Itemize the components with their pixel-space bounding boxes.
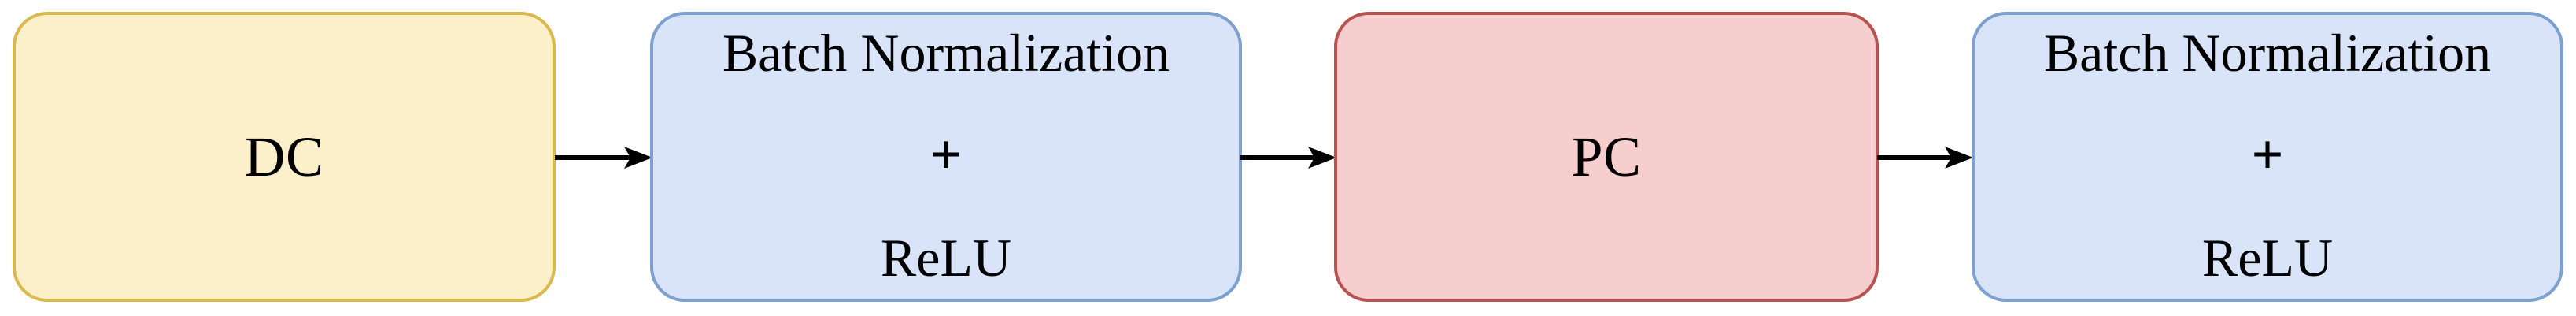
node-dc[interactable]: DC — [13, 12, 556, 302]
arrow-bn1-to-pc — [1240, 143, 1336, 172]
node-batch-normalization-relu-1[interactable]: Batch Normalization + ReLU — [650, 12, 1242, 302]
node-batch-normalization-relu-2[interactable]: Batch Normalization + ReLU — [1972, 12, 2563, 302]
node-dc-label: DC — [244, 125, 324, 188]
node-bn1-label-relu: ReLU — [880, 228, 1012, 288]
node-bn2-stack: Batch Normalization + ReLU — [1975, 15, 2560, 299]
node-bn1-label-batch-normalization: Batch Normalization — [722, 23, 1170, 83]
node-bn2-label-batch-normalization: Batch Normalization — [2043, 23, 2492, 83]
node-bn2-label-relu: ReLU — [2201, 228, 2334, 288]
node-pc[interactable]: PC — [1334, 12, 1879, 302]
arrow-pc-to-bn2 — [1877, 143, 1973, 172]
node-bn1-stack: Batch Normalization + ReLU — [653, 15, 1239, 299]
node-pc-label: PC — [1571, 125, 1642, 188]
arrow-dc-to-bn1 — [555, 143, 652, 172]
node-bn1-label-plus: + — [930, 123, 963, 187]
node-bn2-label-plus: + — [2251, 123, 2284, 187]
